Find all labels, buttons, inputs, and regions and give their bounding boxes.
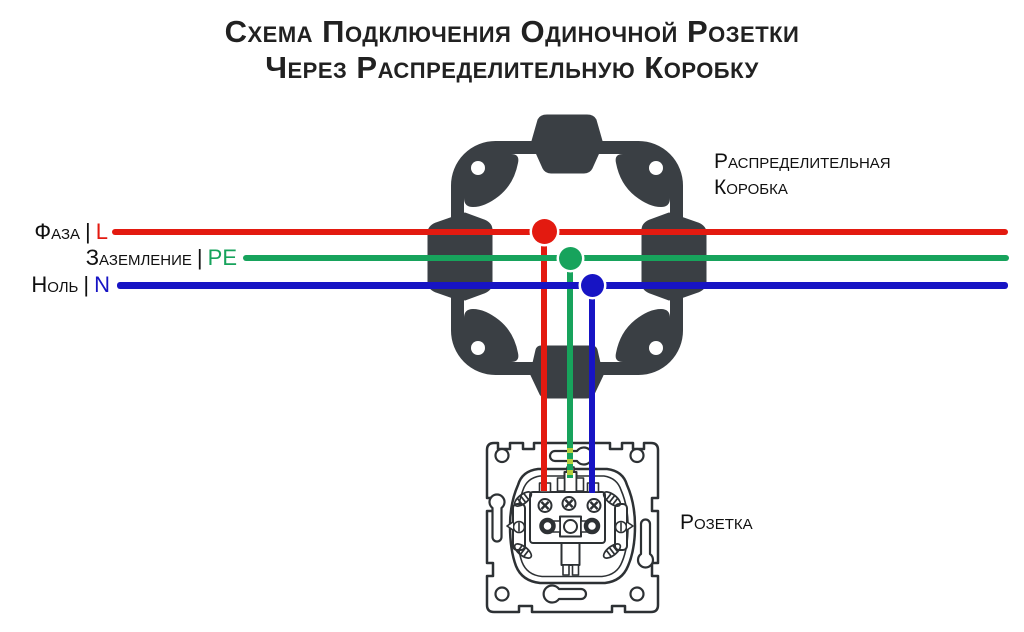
neutral-wire-line [117,282,1008,289]
bottom-tab [560,542,581,566]
claw-tooth-left [506,521,514,531]
junction-box-label: Распределительная Коробка [714,149,891,201]
neutral-label: Ноль|N [0,271,110,298]
junction-box-label-line1: Распределительная [714,150,891,173]
plate-hole-br [629,586,645,602]
pin-hole-right [583,517,601,535]
plate-slot-right [636,518,655,569]
page-title-line1: Схема Подключения Одиночной Розетки [224,14,800,49]
plate-hole-bl [494,586,510,602]
socket-illustration [485,441,660,614]
screw-hole-br [649,341,663,355]
screw-hole-tl [471,161,485,175]
top-outer-gland [531,114,603,143]
hatched-slots [513,491,622,559]
neutral-junction-dot [581,274,604,297]
plate-slot-left [488,493,506,543]
phase-label-text: Фаза [34,219,81,244]
screw-hole-bl [471,341,485,355]
corner-tab-br [615,309,670,362]
phase-separator: | [85,219,91,244]
page-title-line2: Через Распределительную Коробку [265,50,759,85]
ground-label: Заземление|PE [0,244,237,271]
pin-hole-left [539,517,556,535]
top-terminal-right-prong [575,477,585,492]
ground-junction-dot [559,247,582,270]
junction-box-label-line2: Коробка [714,176,788,199]
neutral-wire-vertical [589,285,595,493]
neutral-separator: | [83,272,90,297]
corner-tab-bl [464,309,519,362]
ground-label-text: Заземление [85,245,192,270]
phase-label: Фаза|L [0,218,108,245]
ground-wire-line [243,255,1009,261]
bottom-tab-leg-right [571,564,580,576]
phase-junction-dot [532,219,557,244]
neutral-code: N [94,272,110,297]
corner-tab-tr [615,154,670,207]
claw-tooth-right [626,521,634,531]
bottom-tab-leg-left [562,564,570,576]
phase-wire-line [112,229,1008,235]
plate-slot-bottom [542,584,588,604]
ground-wire-dashed-segment [567,448,573,478]
ground-code: PE [207,245,237,270]
ground-separator: | [196,245,203,270]
screw-hole-tr [649,161,663,175]
corner-tab-tl [464,154,519,207]
terminal-screws [537,496,602,513]
top-terminal-left-prong [556,477,566,492]
ground-wire-vertical [567,258,573,449]
phase-wire-vertical [541,232,547,491]
plate-hole-tr [629,447,645,464]
socket-label: Розетка [680,511,753,534]
center-fixing-circle [563,519,578,534]
neutral-label-text: Ноль [31,272,79,297]
plate-hole-tl [494,447,510,464]
phase-code: L [95,219,108,244]
